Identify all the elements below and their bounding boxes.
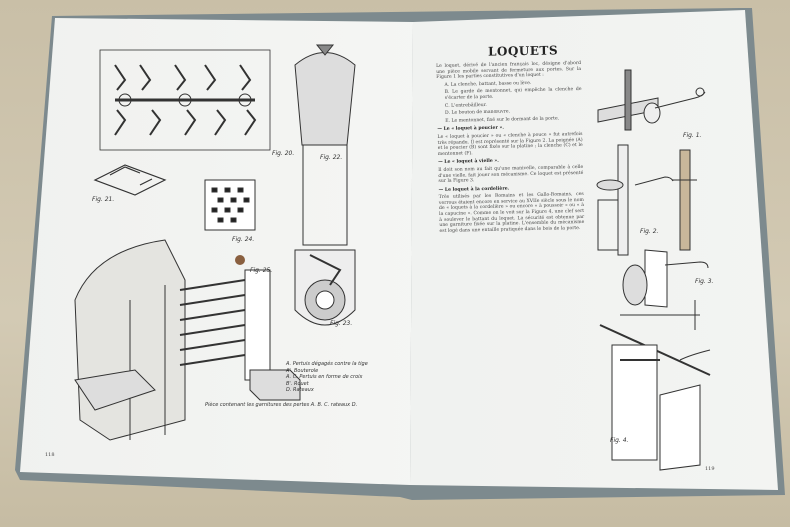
figure-label: Fig. 21. xyxy=(92,196,115,203)
legend-item: B'. Rouet xyxy=(286,380,309,387)
figure-label: Fig. 24. xyxy=(232,236,255,243)
figure-label: Fig. 1. xyxy=(683,132,702,139)
figure-label: Fig. 20. xyxy=(272,150,295,157)
fig-22-drawing xyxy=(294,44,356,246)
fig-23-drawing xyxy=(294,249,356,326)
page-number-left: 118 xyxy=(45,452,55,458)
legend-item: D. Rateaux xyxy=(286,387,314,393)
fig-3-drawing xyxy=(620,249,709,330)
fig-4-drawing xyxy=(599,324,711,471)
fig-2-drawing xyxy=(596,144,697,256)
fig-21-drawing xyxy=(93,164,167,196)
figure-label: Fig. 3. xyxy=(695,278,714,285)
legend-item: A. C. Pertuis en forme de croix xyxy=(286,374,363,380)
legend-note: Pièce contenant les garnitures des perte… xyxy=(205,402,358,408)
fig-24-drawing xyxy=(204,179,256,231)
fig-25-drawing xyxy=(74,239,301,441)
figure-label: Fig. 2. xyxy=(640,228,659,235)
legend-item: A. Pertuis dégagés contre la tige xyxy=(286,361,368,367)
figure-label: Fig. 4. xyxy=(610,437,629,444)
page-number-right: 119 xyxy=(705,466,715,472)
figure-legend: A. Pertuis dégagés contre la tige A'. Bo… xyxy=(286,361,368,394)
figure-label: Fig. 22. xyxy=(320,154,343,161)
fig-1-drawing xyxy=(597,69,706,131)
stain-mark xyxy=(235,255,245,265)
legend-item: A'. Bouterole xyxy=(286,367,319,374)
figure-label: Fig. 23. xyxy=(330,320,353,327)
fig-20-drawing xyxy=(99,49,271,151)
figure-label: Fig. 25. xyxy=(250,267,273,274)
